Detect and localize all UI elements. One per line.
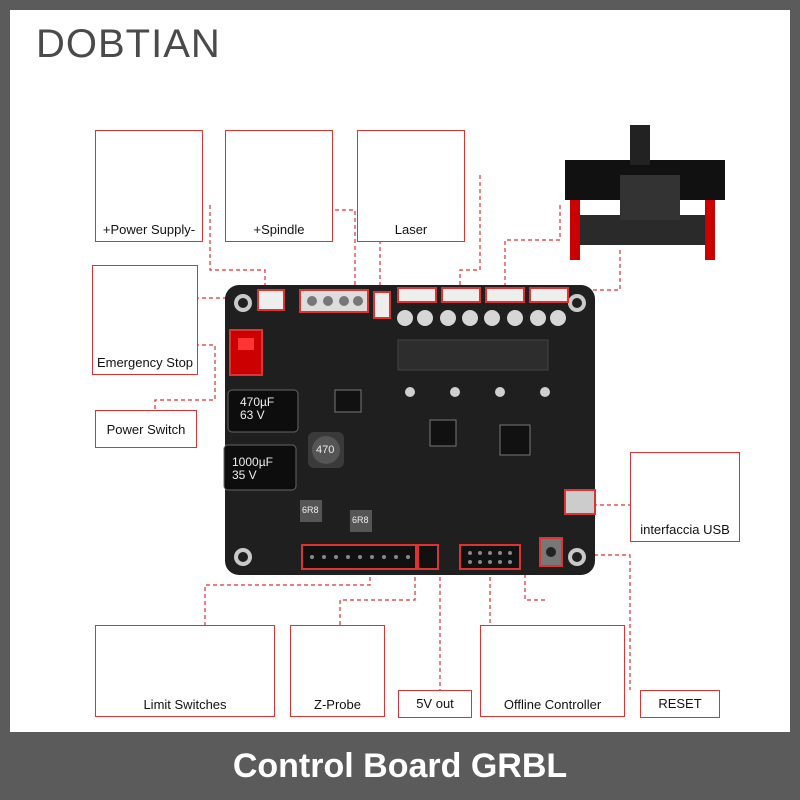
z-probe-box: Z-Probe [290, 625, 385, 717]
limit-switches-box: Limit Switches [95, 625, 275, 717]
offline-controller-box: Offline Controller [480, 625, 625, 717]
capacitor-2-marking: 1000µF 35 V [232, 456, 273, 482]
emergency-stop-box: Emergency Stop [92, 265, 198, 375]
emergency-stop-label: Emergency Stop [96, 355, 194, 370]
usb-box: interfaccia USB [630, 452, 740, 542]
capacitor-2-value: 1000µF [232, 455, 273, 469]
footer-title: Control Board GRBL [232, 746, 568, 785]
capacitor-2-voltage: 35 V [232, 468, 257, 482]
reset-box: RESET [640, 690, 720, 718]
resistor-1-marking: 6R8 [302, 505, 319, 515]
five-v-out-label: 5V out [416, 696, 454, 711]
usb-label: interfaccia USB [640, 522, 730, 537]
offline-controller-label: Offline Controller [503, 697, 602, 712]
reset-label: RESET [658, 696, 702, 711]
limit-switches-label: Limit Switches [143, 697, 227, 712]
power-supply-box: +Power Supply- [95, 130, 203, 242]
five-v-out-box: 5V out [398, 690, 472, 718]
capacitor-1-value: 470µF [240, 395, 275, 409]
capacitor-1-voltage: 63 V [240, 408, 265, 422]
spindle-box: +Spindle [225, 130, 333, 242]
capacitor-1-marking: 470µF 63 V [240, 396, 274, 422]
power-switch-label: Power Switch [106, 422, 186, 437]
cnc-machine-illustration [565, 125, 725, 260]
power-switch-box: Power Switch [95, 410, 197, 448]
spindle-label: +Spindle [253, 222, 305, 237]
inductor-marking: 470 [316, 444, 335, 456]
laser-label: Laser [394, 222, 428, 237]
power-supply-label: +Power Supply- [102, 222, 196, 237]
resistor-2-marking: 6R8 [352, 515, 369, 525]
laser-box: Laser [357, 130, 465, 242]
z-probe-label: Z-Probe [314, 697, 361, 712]
footer-bar: Control Board GRBL [0, 732, 800, 800]
brand-logo: DOBTIAN [36, 22, 221, 66]
control-board [223, 285, 596, 575]
